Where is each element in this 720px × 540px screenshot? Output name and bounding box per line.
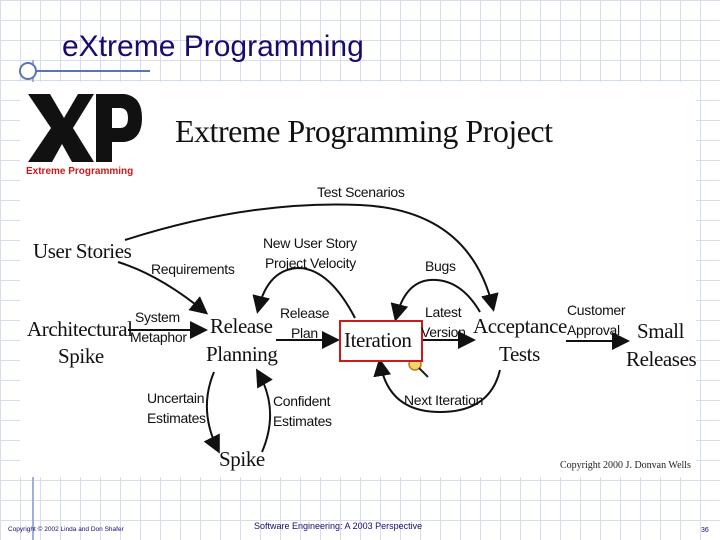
edge-label-approval: Approval [567,322,620,338]
title-decoration-dot [19,62,37,80]
arrow-new-user-story [252,266,356,319]
edge-label-version: Version [421,324,466,340]
xp-logo-icon [24,86,144,180]
title-decoration-rule [22,70,150,72]
diagram-title: Extreme Programming Project [175,113,553,149]
node-architectural-spike-line2: Spike [58,344,104,368]
edge-label-project-velocity: Project Velocity [265,255,356,271]
xp-logo-subtitle: Extreme Programming [26,166,134,177]
edge-label-plan: Plan [291,325,318,341]
node-small-releases-line1: Small [637,319,685,343]
edge-label-new-user-story: New User Story [263,235,357,251]
edge-label-latest: Latest [425,304,462,320]
edge-label-metaphor: Metaphor [130,329,187,345]
edge-label-customer: Customer [567,302,626,318]
footer-course-title: Software Engineering: A 2003 Perspective [254,521,423,531]
arrow-requirements [117,261,209,315]
page-number: 36 [701,527,709,534]
node-acceptance-tests-line2: Tests [499,342,540,366]
footer-copyright: Copyright © 2002 Linda and Don Shafer [8,526,124,533]
edge-label-bugs: Bugs [425,258,456,274]
slide-title: eXtreme Programming [62,30,364,63]
figure-copyright: Copyright 2000 J. Donvan Wells [560,460,691,471]
edge-label-requirements: Requirements [151,261,235,277]
node-release-planning-line2: Planning [206,342,278,366]
arrow-test-scenarios [124,203,499,312]
node-iteration: Iteration [344,328,412,352]
node-acceptance-tests-line1: Acceptance [473,314,567,338]
iteration-node-box [339,320,423,362]
edge-label-estimates-left: Estimates [147,410,206,426]
arrow-confident-estimates [255,368,273,453]
node-spike: Spike [219,447,265,471]
edge-label-estimates-right: Estimates [273,413,332,429]
edge-label-next-iteration: Next Iteration [404,392,484,408]
node-user-stories: User Stories [33,239,132,263]
node-release-planning-line1: Release [210,314,273,338]
arrow-bugs [390,278,481,322]
node-architectural-spike-line1: Architectural [27,317,133,341]
edge-label-release: Release [280,305,330,321]
arrow-uncertain-estimates [203,371,220,454]
node-small-releases-line2: Releases [626,347,697,371]
edge-label-uncertain: Uncertain [147,390,205,406]
edge-label-test-scenarios: Test Scenarios [317,184,405,200]
edge-label-system: System [135,309,180,325]
arrow-next-iteration [373,358,501,414]
edge-label-confident: Confident [273,393,331,409]
